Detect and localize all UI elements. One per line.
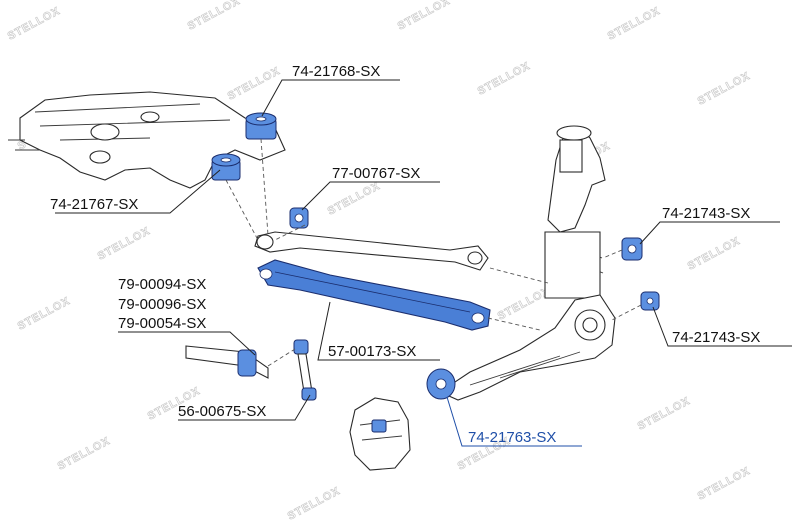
- part-label-79-00096: 79-00096-SX: [118, 296, 206, 313]
- part-labels: 74-21768-SX 74-21767-SX 77-00767-SX 74-2…: [50, 63, 760, 446]
- lower-control-arm: [257, 259, 491, 331]
- watermark-text: STELLOX: [56, 435, 113, 473]
- part-label-74-21763: 74-21763-SX: [468, 429, 556, 446]
- lower-bracket: [349, 397, 411, 471]
- part-label-56-00675: 56-00675-SX: [178, 403, 266, 420]
- stabilizer-link: [293, 339, 317, 401]
- watermark-text: STELLOX: [636, 395, 693, 433]
- link-bushing: [289, 207, 309, 229]
- watermark-text: STELLOX: [286, 485, 343, 523]
- part-label-74-21768: 74-21768-SX: [292, 63, 380, 80]
- watermark-text: STELLOX: [396, 0, 453, 33]
- part-label-74-21743-lower: 74-21743-SX: [672, 329, 760, 346]
- watermark-text: STELLOX: [186, 0, 243, 33]
- knuckle-bushing: [426, 368, 456, 400]
- watermark-text: STELLOX: [6, 5, 63, 43]
- part-label-79-00054: 79-00054-SX: [118, 315, 206, 332]
- part-label-79-00094: 79-00094-SX: [118, 276, 206, 293]
- watermark-text: STELLOX: [696, 465, 753, 503]
- watermark-text: STELLOX: [696, 70, 753, 108]
- watermark-text: STELLOX: [686, 235, 743, 273]
- assembly-dashes: [225, 138, 642, 367]
- strut-bushing-lower: [640, 291, 660, 311]
- watermark-text: STELLOX: [16, 295, 73, 333]
- anti-roll-bar: [185, 345, 269, 379]
- watermark-text: STELLOX: [226, 65, 283, 103]
- subframe-bushing-lower: [211, 153, 241, 181]
- watermark-text: STELLOX: [476, 60, 533, 98]
- subframe-bushing-upper: [245, 112, 277, 140]
- strut-spring-assembly: [544, 125, 606, 299]
- leader-lines: [55, 79, 792, 447]
- upper-lateral-link: [254, 231, 489, 271]
- part-label-74-21743-upper: 74-21743-SX: [662, 205, 750, 222]
- watermark-text: STELLOX: [96, 225, 153, 263]
- part-label-57-00173: 57-00173-SX: [328, 343, 416, 360]
- rear-knuckle-trailing-arm: [438, 294, 616, 401]
- part-label-74-21767: 74-21767-SX: [50, 196, 138, 213]
- watermark-text: STELLOX: [496, 285, 553, 323]
- strut-bushing-upper: [621, 237, 643, 261]
- part-label-77-00767: 77-00767-SX: [332, 165, 420, 182]
- rear-subframe: [8, 91, 286, 189]
- watermark-text: STELLOX: [606, 5, 663, 43]
- watermark-text: STELLOX: [326, 180, 383, 218]
